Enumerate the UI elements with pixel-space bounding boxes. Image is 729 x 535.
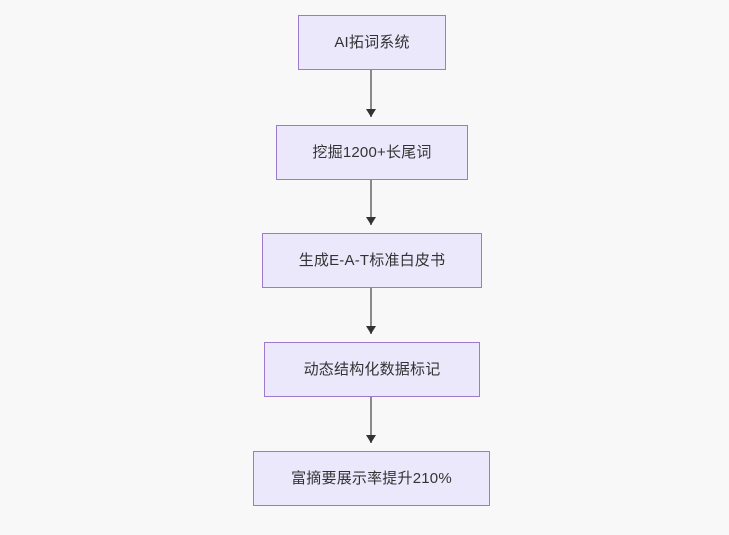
flow-edge-4	[370, 397, 372, 443]
flow-node-5[interactable]: 富摘要展示率提升210%	[253, 451, 490, 506]
flow-edge-2	[370, 180, 372, 225]
flow-node-2[interactable]: 挖掘1200+长尾词	[276, 125, 468, 180]
flow-edge-1-arrowhead-icon	[365, 109, 376, 117]
flow-node-4[interactable]: 动态结构化数据标记	[264, 342, 480, 397]
flow-node-5-label: 富摘要展示率提升210%	[291, 469, 452, 487]
flow-edge-3	[370, 288, 372, 334]
flow-edge-4-arrowhead-icon	[365, 435, 376, 443]
flow-node-2-label: 挖掘1200+长尾词	[312, 143, 432, 161]
flow-node-1-label: AI拓词系统	[334, 33, 410, 51]
flow-node-3-label: 生成E-A-T标准白皮书	[298, 251, 446, 269]
flow-node-4-label: 动态结构化数据标记	[303, 360, 441, 378]
flow-node-3[interactable]: 生成E-A-T标准白皮书	[262, 233, 482, 288]
flow-edge-2-arrowhead-icon	[365, 217, 376, 225]
flow-edge-1	[370, 70, 372, 117]
flow-edge-3-arrowhead-icon	[365, 326, 376, 334]
flow-node-1[interactable]: AI拓词系统	[298, 15, 446, 70]
